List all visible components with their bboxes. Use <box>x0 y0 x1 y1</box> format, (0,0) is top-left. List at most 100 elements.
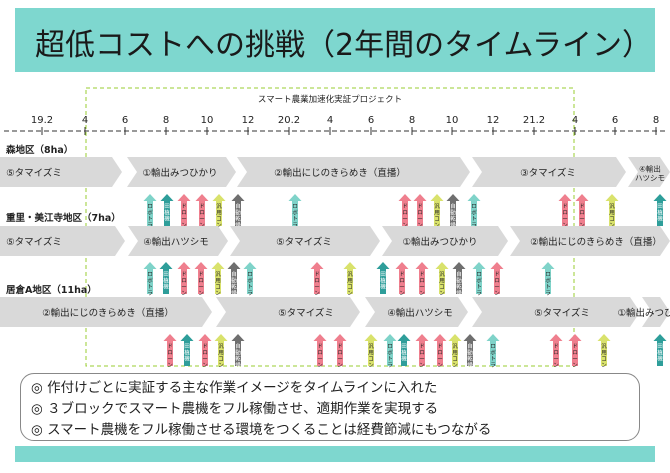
operation-arrow <box>597 334 611 366</box>
operation-label: ド <box>419 272 425 278</box>
operation-label: 乾 <box>231 283 237 291</box>
operation-label: ド <box>181 204 187 210</box>
operation-label: ド <box>579 204 585 210</box>
operation-label: 用 <box>215 277 221 284</box>
operation-label: コ <box>368 356 374 363</box>
operation-arrow <box>653 194 667 226</box>
operation-label: ト <box>147 217 153 223</box>
phase-chevron <box>128 226 228 256</box>
operation-label: ロ <box>419 350 425 356</box>
operation-label: ン <box>167 363 173 369</box>
operation-label: ド <box>314 272 320 278</box>
operation-arrow <box>288 194 302 226</box>
operation-label: ン <box>337 363 343 369</box>
operation-label: コ <box>601 356 607 363</box>
operation-label: 自 <box>231 270 237 278</box>
operation-label: ー <box>417 217 423 223</box>
tick-label: 21.2 <box>523 115 545 126</box>
tick-label: 8 <box>653 115 659 126</box>
operation-arrow <box>575 194 589 226</box>
operation-label: ド <box>399 272 405 278</box>
operation-label: 植 <box>401 348 407 356</box>
operation-label: コ <box>216 216 222 223</box>
operation-label: ト <box>387 357 393 363</box>
operation-label: ト <box>292 217 298 223</box>
operation-arrow <box>653 334 667 366</box>
operation-label: ー <box>579 217 585 223</box>
operation-label: ド <box>317 344 323 350</box>
operation-arrow <box>214 334 228 366</box>
operation-arrow <box>472 262 486 294</box>
operation-label: ボ <box>147 276 153 284</box>
operation-label: 植 <box>164 208 170 216</box>
operation-arrow <box>163 334 177 366</box>
operation-label: ボ <box>476 276 482 284</box>
operation-label: ラ <box>147 222 153 229</box>
operation-label: ン <box>452 363 458 369</box>
operation-label: 田 <box>657 343 663 350</box>
operation-label: ー <box>399 285 405 291</box>
phase-chevron <box>0 157 122 187</box>
operation-label: ト <box>247 285 253 291</box>
operation-label: ロ <box>314 278 320 284</box>
operation-label: ー <box>317 357 323 363</box>
operation-label: 汎 <box>218 342 224 350</box>
operation-arrow <box>433 334 447 366</box>
operation-label: 汎 <box>216 202 222 210</box>
operation-arrow <box>333 334 347 366</box>
operation-label: ロ <box>247 272 253 278</box>
phase-chevron <box>216 297 360 327</box>
operation-label: ロ <box>476 272 482 278</box>
operation-arrow <box>486 334 500 366</box>
operation-label: 乾 <box>235 355 241 363</box>
operation-arrow <box>198 334 212 366</box>
operation-label: ロ <box>419 278 425 284</box>
operation-label: ラ <box>387 362 393 369</box>
operation-label: ン <box>494 291 500 297</box>
operation-label: ロ <box>181 278 187 284</box>
operation-label: ト <box>476 285 482 291</box>
operation-label: ト <box>147 285 153 291</box>
district-label: 重里・美江寺地区（7ha） <box>6 212 121 224</box>
operation-arrow <box>541 262 555 294</box>
operation-label: 用 <box>347 277 353 284</box>
operation-label: 汎 <box>215 270 221 278</box>
operation-label: 機 <box>380 283 386 291</box>
operation-label: 用 <box>452 349 458 356</box>
operation-arrow <box>343 262 357 294</box>
operation-label: ン <box>402 223 408 229</box>
operation-label: 燥 <box>231 289 237 297</box>
operation-arrow <box>231 334 245 366</box>
note-1: ◎ 作付けごとに実証する主な作業イメージをタイムラインに入れた <box>31 380 438 396</box>
operation-label: 汎 <box>434 202 440 210</box>
operation-label: 植 <box>657 208 663 216</box>
operation-label: ン <box>437 363 443 369</box>
operation-label: ロ <box>387 344 393 350</box>
operation-label: 植 <box>380 276 386 284</box>
operation-label: ン <box>579 223 585 229</box>
operation-label: ロ <box>202 350 208 356</box>
operation-label: ボ <box>490 348 496 356</box>
operation-label: ー <box>437 357 443 363</box>
operation-label: ン <box>202 363 208 369</box>
operation-label: コ <box>609 216 615 223</box>
notes-box: ◎ 作付けごとに実証する主な作業イメージをタイムラインに入れた ◎ ３ブロックで… <box>20 373 640 441</box>
operation-label: ド <box>181 272 187 278</box>
operation-label: ン <box>314 291 320 297</box>
operation-label: ボ <box>471 208 477 216</box>
operation-label: 植 <box>184 348 190 356</box>
operation-label: 動 <box>456 276 462 284</box>
operation-label: ー <box>167 357 173 363</box>
operation-arrow <box>415 262 429 294</box>
operation-label: ロ <box>337 350 343 356</box>
operation-label: ロ <box>167 350 173 356</box>
operation-label: ト <box>471 217 477 223</box>
operation-label: ン <box>199 223 205 229</box>
operation-label: ラ <box>292 222 298 229</box>
operation-label: ン <box>181 223 187 229</box>
operation-label: ボ <box>247 276 253 284</box>
phase-chevron <box>642 297 670 327</box>
operation-label: 燥 <box>456 289 462 297</box>
operation-label: 動 <box>231 276 237 284</box>
bottom-band <box>15 446 655 462</box>
